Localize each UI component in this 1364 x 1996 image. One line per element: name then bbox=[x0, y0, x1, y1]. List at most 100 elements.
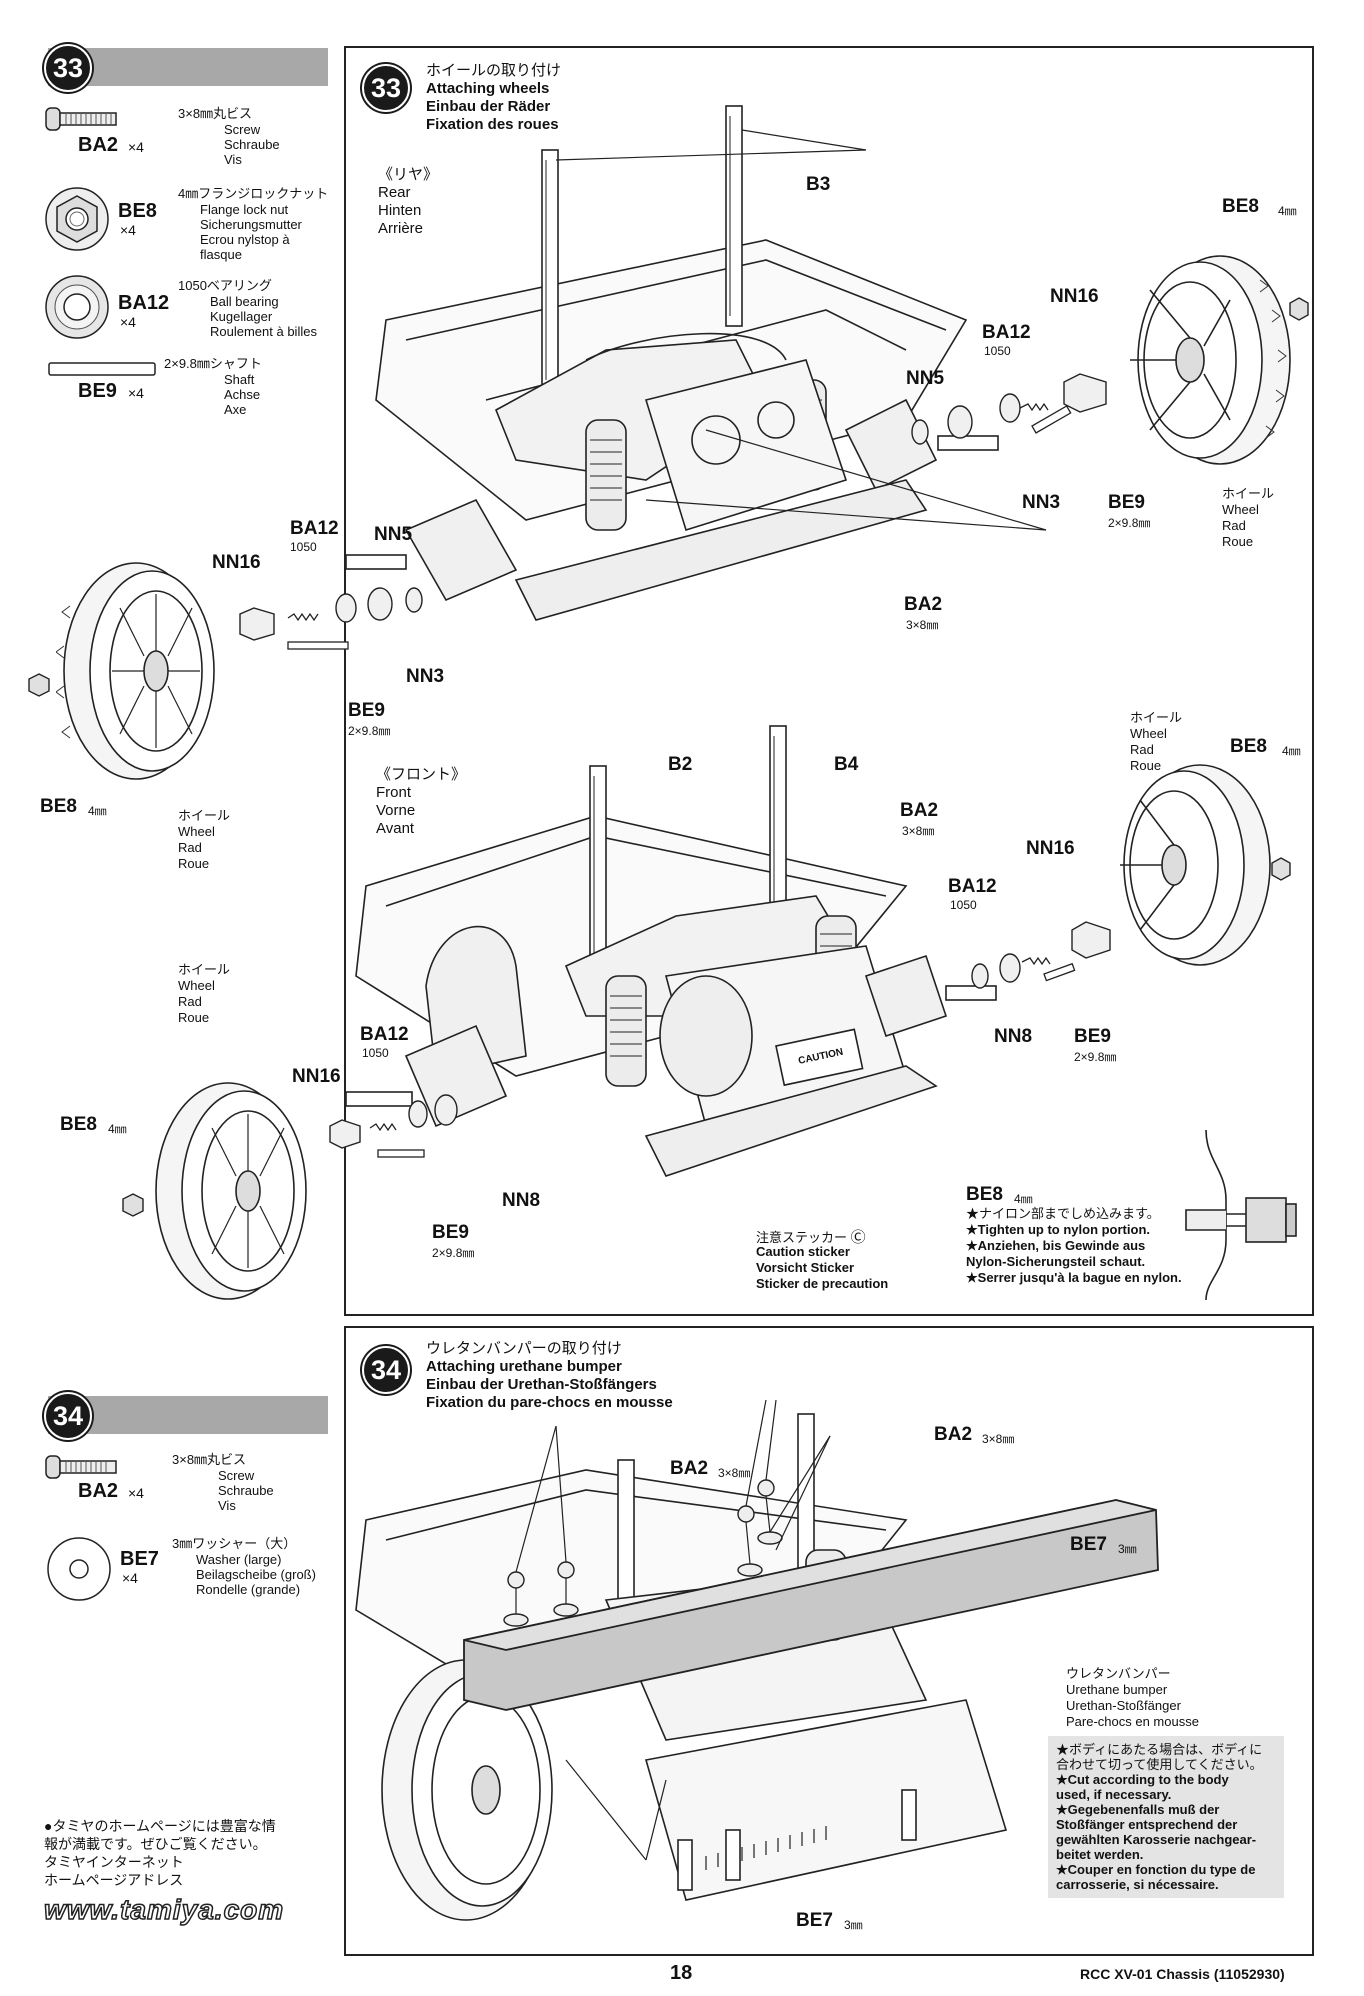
web-note-line-4: ホームページアドレス bbox=[44, 1872, 184, 1888]
be8-note-line-4: Nylon-Sicherungsteil schaut. bbox=[966, 1254, 1146, 1269]
wheel-label-front-left-fr: Roue bbox=[178, 1010, 210, 1025]
step34-part-name-be7-de: Beilagscheibe (groß) bbox=[196, 1567, 316, 1582]
label-be8-size-front-left: 4㎜ bbox=[108, 1122, 127, 1136]
bumper-label-fr: Pare-chocs en mousse bbox=[1066, 1714, 1199, 1729]
part-name-ba2-fr: Vis bbox=[224, 152, 242, 167]
bumper-label-de: Urethan-Stoßfänger bbox=[1066, 1698, 1181, 1713]
part-qty-be9: ×4 bbox=[128, 385, 144, 401]
screw-icon bbox=[45, 107, 117, 131]
be8-note-line-2: ★Tighten up to nylon portion. bbox=[966, 1222, 1150, 1237]
wheel-label-front-left-de: Rad bbox=[178, 994, 202, 1009]
step34-label-ba2-right: BA2 bbox=[934, 1424, 973, 1445]
label-ba12-front-right: BA12 bbox=[948, 876, 997, 897]
wheel-label-front-left-en: Wheel bbox=[178, 978, 215, 993]
bumper-note-line-4: used, if necessary. bbox=[1056, 1787, 1172, 1802]
caution-sticker-label-de: Vorsicht Sticker bbox=[756, 1260, 855, 1275]
bumper-note-line-6: Stoßfänger entsprechend der bbox=[1056, 1817, 1238, 1832]
be8-nut-rear-left bbox=[28, 673, 50, 697]
wheel-label-front-right-jp: ホイール bbox=[1130, 710, 1183, 725]
web-note-line-1: ●タミヤのホームページには豊富な情 bbox=[44, 1818, 276, 1834]
screw-icon bbox=[45, 1455, 117, 1479]
label-nn5-rear-left: NN5 bbox=[374, 524, 413, 545]
label-be9-rear-left: BE9 bbox=[348, 700, 385, 721]
wheel-label-rear-right-fr: Roue bbox=[1222, 534, 1254, 549]
label-nn8-front-left: NN8 bbox=[502, 1190, 541, 1211]
label-be8-rear-right: BE8 bbox=[1222, 196, 1259, 217]
step34-label-be7-top: BE7 bbox=[1070, 1534, 1107, 1555]
step34-part-code-ba2: BA2 bbox=[78, 1480, 119, 1502]
part-name-be8-de: Sicherungsmutter bbox=[200, 217, 302, 232]
label-be9-size-front-right: 2×9.8㎜ bbox=[1074, 1050, 1117, 1064]
wheel-label-front-right-en: Wheel bbox=[1130, 726, 1167, 741]
step34-part-qty-ba2: ×4 bbox=[128, 1485, 144, 1501]
step34-part-name-ba2-de: Schraube bbox=[218, 1483, 274, 1498]
flange-nut-icon bbox=[45, 187, 109, 251]
part-name-be8-fr2: flasque bbox=[200, 247, 242, 262]
label-be9-front-right: BE9 bbox=[1074, 1026, 1111, 1047]
label-b4: B4 bbox=[834, 754, 859, 775]
rear-label-jp: 《リヤ》 bbox=[378, 166, 439, 183]
bumper-label-en: Urethane bumper bbox=[1066, 1682, 1168, 1697]
wheel-label-rear-left-de: Rad bbox=[178, 840, 202, 855]
label-be8-rear-left: BE8 bbox=[40, 796, 77, 817]
bumper-note-line-10: carrosserie, si nécessaire. bbox=[1056, 1877, 1219, 1892]
label-be8-size-rear-left: 4㎜ bbox=[88, 804, 107, 818]
front-right-hardware bbox=[971, 921, 1111, 989]
part-qty-ba2: ×4 bbox=[128, 139, 144, 155]
step33-title-fr: Fixation des roues bbox=[426, 116, 559, 133]
step34-part-size-be7: 3㎜ワッシャー（大） bbox=[172, 1536, 297, 1551]
label-ba12-size-rear-left: 1050 bbox=[290, 540, 317, 554]
wheel-label-rear-left-en: Wheel bbox=[178, 824, 215, 839]
label-nn16-front-right: NN16 bbox=[1026, 838, 1075, 859]
bumper-note-line-5: ★Gegebenenfalls muß der bbox=[1056, 1802, 1220, 1817]
label-ba12-size-front-left: 1050 bbox=[362, 1046, 389, 1060]
part-qty-ba12: ×4 bbox=[120, 314, 136, 330]
label-be8-front-right: BE8 bbox=[1230, 736, 1267, 757]
step33-title-de: Einbau der Räder bbox=[426, 98, 551, 115]
part-code-ba12: BA12 bbox=[118, 292, 170, 314]
front-label-en: Front bbox=[376, 784, 412, 801]
website-link[interactable]: www.tamiya.com bbox=[43, 1893, 285, 1926]
step34-label-ba2-left: BA2 bbox=[670, 1458, 709, 1479]
step34-title-fr: Fixation du pare-chocs en mousse bbox=[426, 1394, 673, 1411]
part-name-ba2-en: Screw bbox=[224, 122, 261, 137]
label-be9-size-rear-left: 2×9.8㎜ bbox=[348, 724, 391, 738]
bumper-note-line-1: ★ボディにあたる場合は、ボディに bbox=[1056, 1742, 1263, 1757]
be8-note-line-5: ★Serrer jusqu'à la bague en nylon. bbox=[966, 1270, 1182, 1285]
step34-label-ba2-size-right: 3×8㎜ bbox=[982, 1432, 1015, 1446]
wheel-label-rear-right-jp: ホイール bbox=[1222, 486, 1275, 501]
label-ba12-rear-right: BA12 bbox=[982, 322, 1031, 343]
wheel-label-rear-right-de: Rad bbox=[1222, 518, 1246, 533]
page-number: 18 bbox=[670, 1962, 693, 1984]
part-name-ba12-de: Kugellager bbox=[210, 309, 273, 324]
nut-tightening-detail-drawing bbox=[1185, 1130, 1297, 1300]
step33-header-bar bbox=[48, 48, 328, 86]
front-right-wheel-drawing bbox=[1120, 764, 1271, 966]
part-size-be8: 4㎜フランジロックナット bbox=[178, 186, 329, 201]
label-nn16-rear-left: NN16 bbox=[212, 552, 261, 573]
label-ba2-front: BA2 bbox=[900, 800, 939, 821]
be8-note-code: BE8 bbox=[966, 1184, 1003, 1205]
part-size-ba12: 1050ベアリング bbox=[178, 278, 272, 293]
web-note-line-2: 報が満載です。ぜひご覧ください。 bbox=[44, 1836, 267, 1852]
bumper-note-line-9: ★Couper en fonction du type de bbox=[1056, 1862, 1256, 1877]
step34-label-be7-size-bottom: 3㎜ bbox=[844, 1918, 863, 1932]
label-nn3-rear-left: NN3 bbox=[406, 666, 445, 687]
part-code-ba2: BA2 bbox=[78, 134, 119, 156]
label-ba2-rear: BA2 bbox=[904, 594, 943, 615]
washer-icon bbox=[47, 1537, 111, 1601]
rear-chassis-drawing bbox=[346, 105, 1047, 621]
part-qty-be8: ×4 bbox=[120, 222, 136, 238]
be8-nut-front-right bbox=[1271, 857, 1291, 881]
step34-label-ba2-size-left: 3×8㎜ bbox=[718, 1466, 751, 1480]
front-label-jp: 《フロント》 bbox=[376, 766, 467, 783]
part-size-be9: 2×9.8㎜シャフト bbox=[164, 356, 262, 371]
step34-part-name-ba2-fr: Vis bbox=[218, 1498, 236, 1513]
part-name-be8-en: Flange lock nut bbox=[200, 202, 289, 217]
step34-title-de: Einbau der Urethan-Stoßfängers bbox=[426, 1376, 657, 1393]
wheel-label-rear-left-fr: Roue bbox=[178, 856, 210, 871]
step34-header-bar bbox=[48, 1396, 328, 1434]
step34-label-be7-bottom: BE7 bbox=[796, 1910, 833, 1931]
part-name-ba12-fr: Roulement à billes bbox=[210, 324, 317, 339]
part-name-be9-de: Achse bbox=[224, 387, 261, 402]
